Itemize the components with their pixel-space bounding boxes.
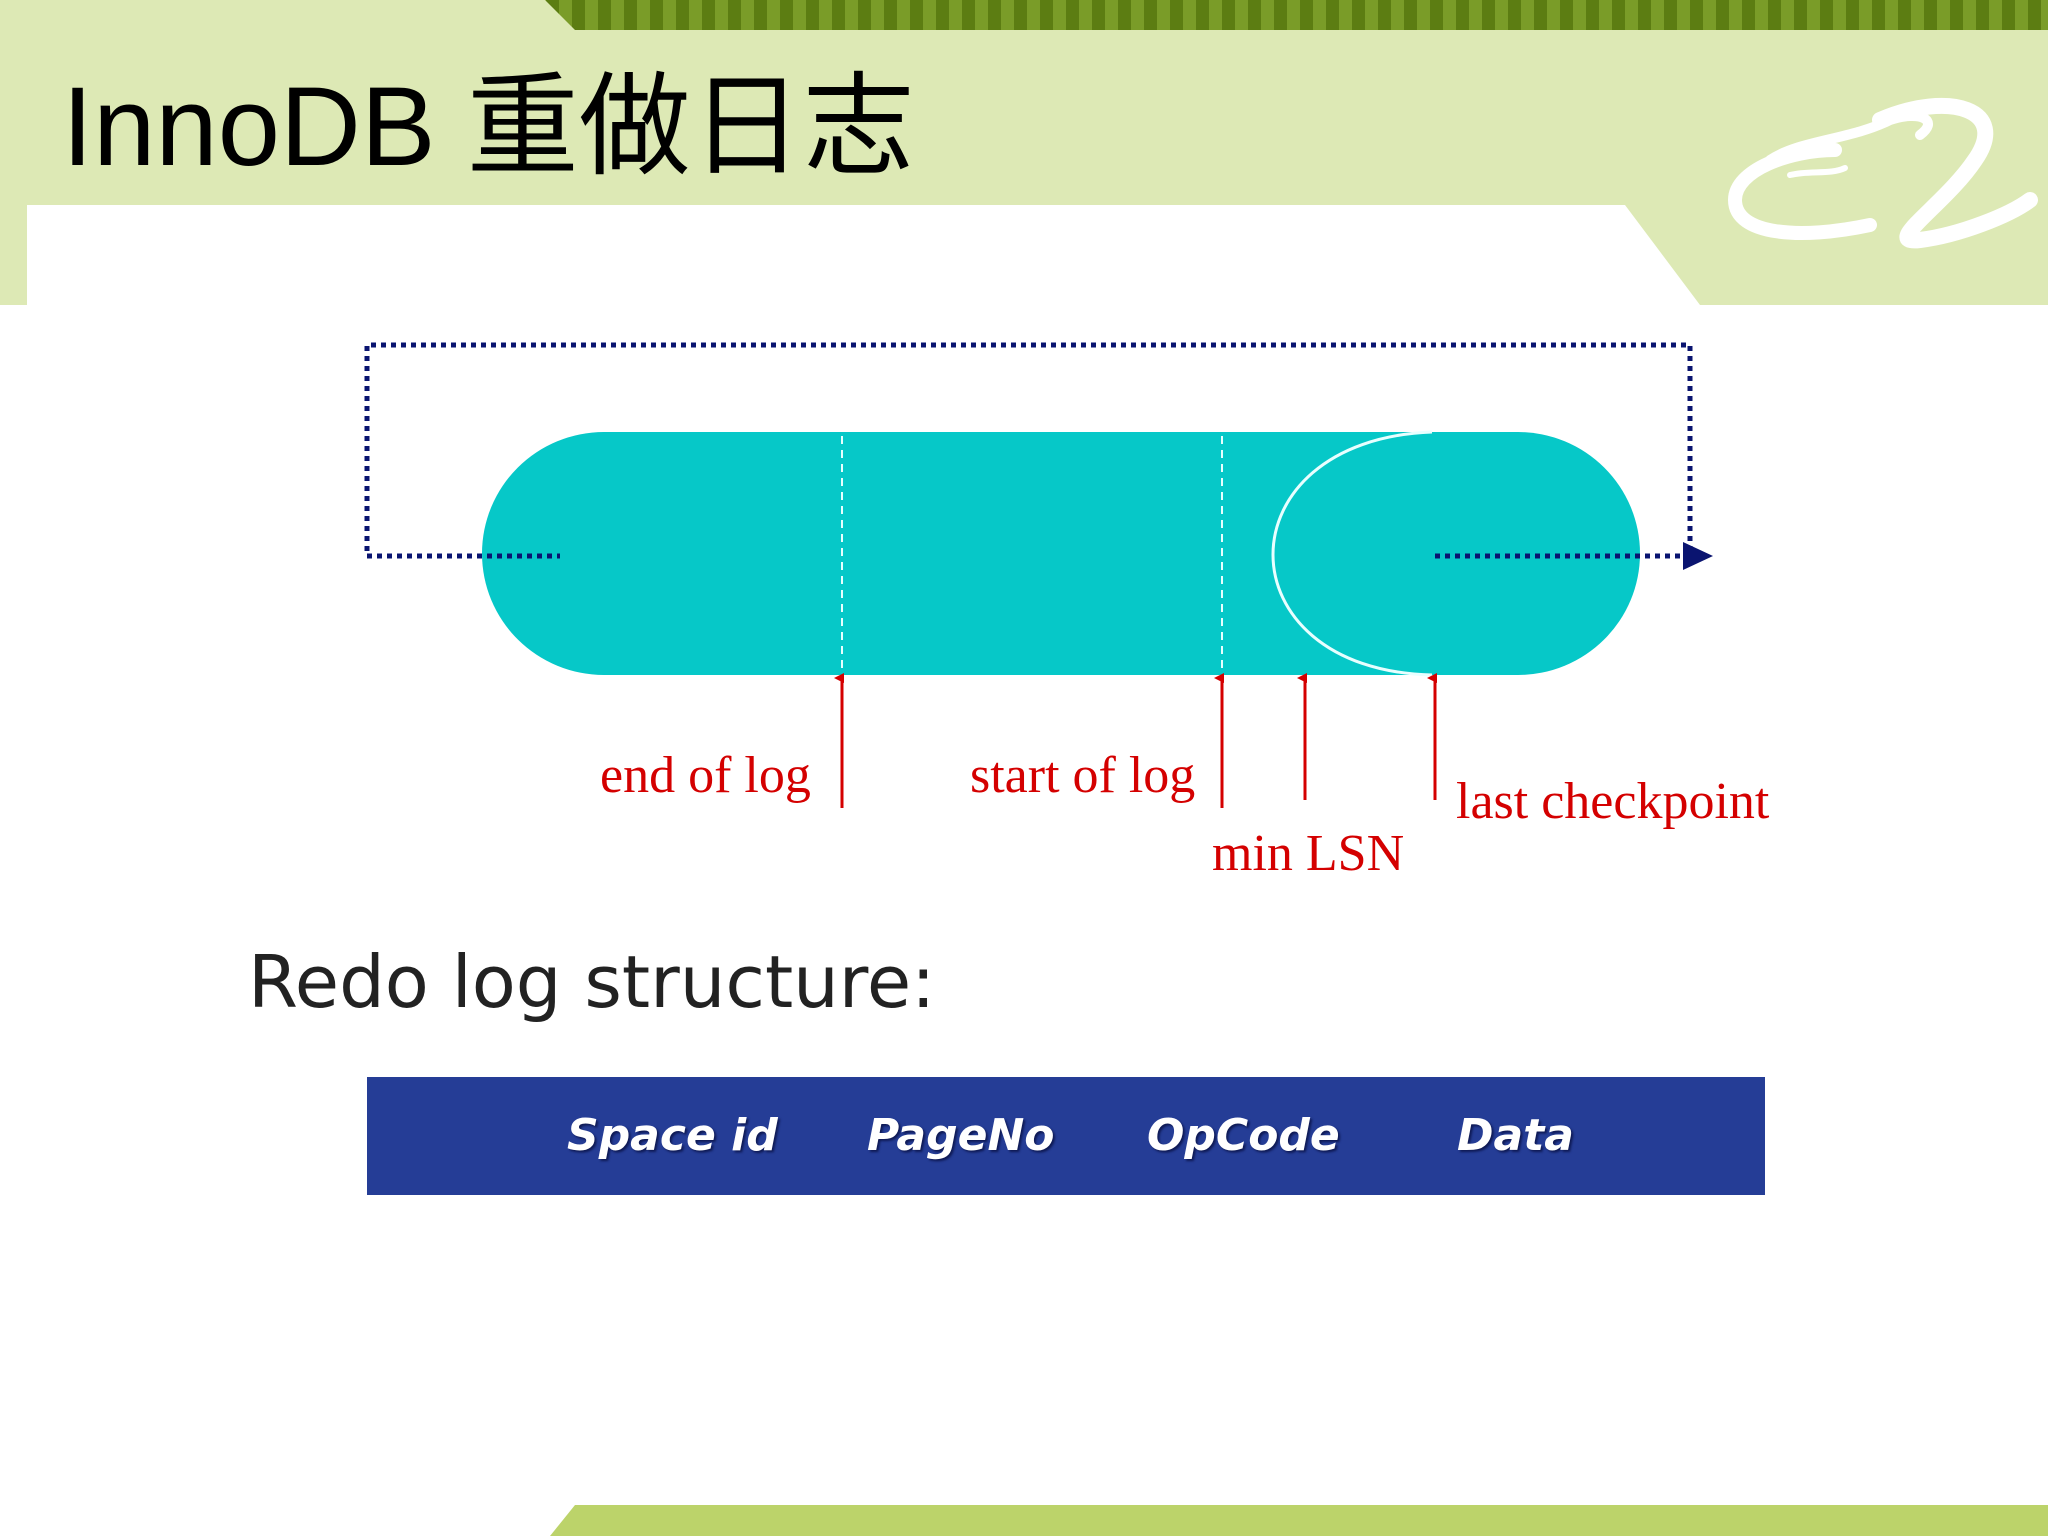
alibaba-logo-icon	[1727, 97, 2038, 249]
redo-log-structure-bar: Space id PageNo OpCode Data	[367, 1077, 1765, 1195]
log-buffer-capsule	[482, 432, 1640, 675]
loop-arrow-right-head	[1683, 542, 1713, 570]
last-checkpoint-label: last checkpoint	[1456, 773, 1770, 830]
min-lsn-label: min LSN	[1212, 825, 1405, 882]
field-space-id: Space id	[567, 1110, 778, 1161]
checkpoint-arc	[1271, 430, 1433, 677]
header-stripe	[545, 0, 2048, 30]
header-band	[0, 0, 2048, 305]
field-op-code: OpCode	[1147, 1110, 1340, 1161]
field-page-no: PageNo	[867, 1110, 1055, 1161]
field-data: Data	[1457, 1110, 1574, 1161]
end-of-log-label: end of log	[600, 747, 811, 804]
slide-title: InnoDB 重做日志	[62, 64, 915, 189]
start-of-log-label: start of log	[970, 747, 1196, 804]
footer-band	[550, 1505, 2048, 1536]
structure-heading: Redo log structure:	[248, 940, 936, 1024]
